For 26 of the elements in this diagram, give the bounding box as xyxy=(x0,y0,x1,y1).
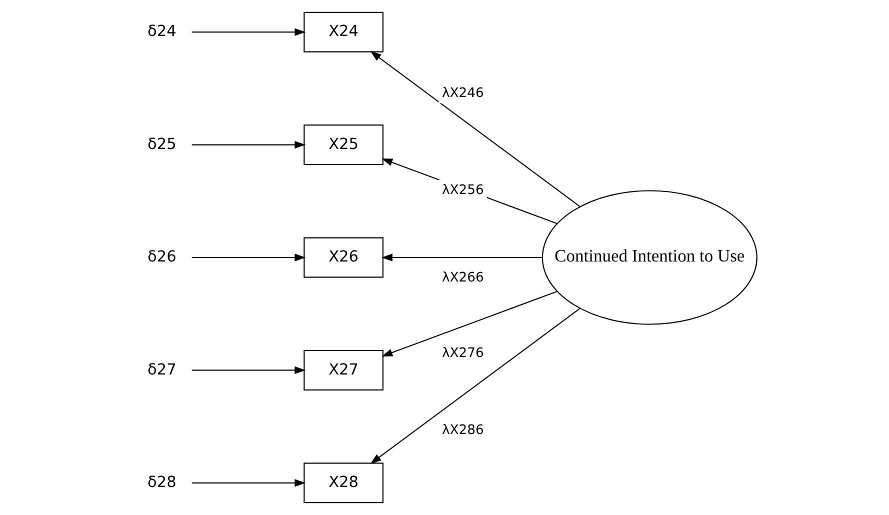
edge-label: λX256 xyxy=(442,183,484,198)
arrow xyxy=(192,254,306,262)
arrow xyxy=(382,254,543,262)
arrow xyxy=(192,140,306,149)
node-ellipse: Continued Intention to Use xyxy=(542,190,758,325)
arrow xyxy=(192,366,306,374)
node-text: δ27 xyxy=(148,360,176,378)
node-box: X28 xyxy=(304,462,384,504)
edge-label: λX266 xyxy=(442,270,484,286)
arrow xyxy=(370,308,580,464)
node-box: X25 xyxy=(304,124,384,166)
node-text: δ28 xyxy=(148,472,176,491)
arrow xyxy=(370,51,580,208)
node-box: X26 xyxy=(304,237,384,278)
arrow xyxy=(192,28,306,36)
arrow xyxy=(192,479,306,487)
arrow xyxy=(382,158,558,224)
node-box: X24 xyxy=(304,12,384,52)
node-box: X27 xyxy=(304,350,384,390)
node-text: δ25 xyxy=(148,134,176,153)
node-text: δ26 xyxy=(148,248,176,266)
edge-label: λX246 xyxy=(442,86,484,101)
node-text: δ24 xyxy=(148,22,176,40)
edge-label: λX276 xyxy=(442,346,484,362)
edge-label: λX286 xyxy=(442,422,484,438)
arrow xyxy=(382,290,558,356)
